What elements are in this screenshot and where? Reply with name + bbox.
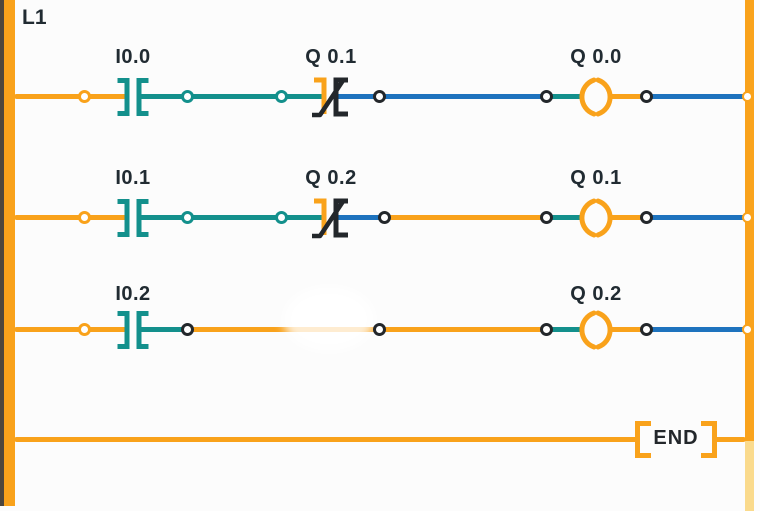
- wire-segment: [608, 94, 649, 99]
- rail-junction-node: [742, 324, 753, 335]
- connection-node: [373, 323, 386, 336]
- normally-closed-contact-icon[interactable]: [309, 196, 353, 240]
- wire-segment: [645, 327, 746, 332]
- end-instruction-label: END: [653, 427, 699, 449]
- connection-node: [275, 211, 288, 224]
- contact-label: I0.2: [115, 283, 151, 305]
- coil-label: Q 0.2: [570, 283, 622, 305]
- wire-segment: [14, 215, 129, 220]
- wire-segment: [137, 94, 326, 99]
- normally-open-contact-icon[interactable]: [115, 199, 151, 237]
- connection-node: [78, 211, 91, 224]
- contact-label: I0.1: [115, 167, 151, 189]
- wire-segment: [14, 94, 129, 99]
- left-rail-shadow: [0, 0, 4, 506]
- normally-open-contact-icon[interactable]: [115, 78, 151, 116]
- contact-label: Q 0.1: [305, 46, 357, 68]
- wire-segment: [383, 215, 551, 220]
- wire-segment: [645, 215, 746, 220]
- output-coil-icon[interactable]: [570, 310, 622, 350]
- connection-node: [540, 323, 553, 336]
- left-power-rail: [4, 0, 15, 506]
- wire-segment: [14, 327, 129, 332]
- output-coil-icon[interactable]: [570, 198, 622, 238]
- connection-node: [181, 90, 194, 103]
- network-label: L1: [22, 6, 47, 29]
- connection-node: [275, 90, 288, 103]
- contact-label: Q 0.2: [305, 167, 357, 189]
- wire-segment: [608, 215, 649, 220]
- coil-label: Q 0.0: [570, 46, 622, 68]
- connection-node: [640, 323, 653, 336]
- connection-node: [540, 90, 553, 103]
- contact-label: I0.0: [115, 46, 151, 68]
- wire-segment: [336, 94, 551, 99]
- end-instruction-icon[interactable]: [635, 421, 717, 458]
- wire-segment: [712, 437, 746, 442]
- wire-segment: [549, 215, 583, 220]
- connection-node: [78, 90, 91, 103]
- wire-segment: [549, 327, 583, 332]
- normally-open-contact-icon[interactable]: [115, 311, 151, 349]
- right-power-rail-inactive: [745, 441, 754, 511]
- connection-node: [640, 211, 653, 224]
- watermark-smudge: [283, 286, 375, 352]
- connection-node: [640, 90, 653, 103]
- connection-node: [181, 211, 194, 224]
- wire-segment: [137, 215, 326, 220]
- connection-node: [378, 211, 391, 224]
- connection-node: [540, 211, 553, 224]
- wire-segment: [645, 94, 746, 99]
- wire-segment: [336, 215, 388, 220]
- normally-closed-contact-icon[interactable]: [309, 75, 353, 119]
- wire-segment: [137, 327, 192, 332]
- rail-junction-node: [742, 91, 753, 102]
- connection-node: [78, 323, 91, 336]
- coil-label: Q 0.1: [570, 167, 622, 189]
- connection-node: [373, 90, 386, 103]
- wire-segment: [608, 327, 649, 332]
- output-coil-icon[interactable]: [570, 77, 622, 117]
- wire-segment: [14, 437, 640, 442]
- connection-node: [181, 323, 194, 336]
- rail-junction-node: [742, 212, 753, 223]
- wire-segment: [549, 94, 583, 99]
